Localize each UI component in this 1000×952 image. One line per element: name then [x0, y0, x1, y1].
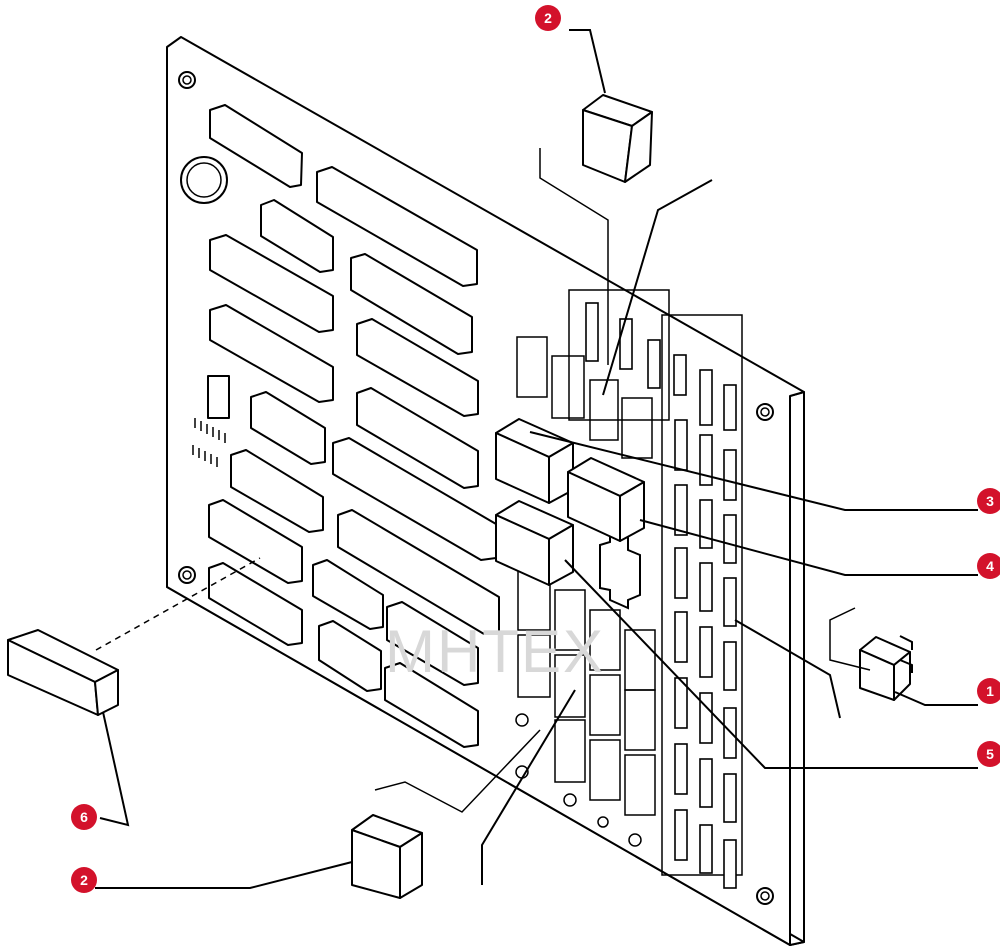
pin-marks [192, 418, 226, 467]
svg-text:5: 5 [986, 746, 994, 762]
jumper [7, 629, 119, 716]
callout-6: 6 [71, 804, 97, 830]
svg-text:3: 3 [986, 493, 994, 509]
fuse [859, 635, 913, 701]
relay-cover-bottom [351, 814, 423, 899]
capacitor [180, 156, 228, 204]
relay-cover-top [582, 94, 653, 183]
relay-5 [495, 500, 574, 586]
svg-text:4: 4 [986, 558, 994, 574]
svg-text:2: 2 [80, 872, 88, 888]
callout-2-bottom: 2 [71, 867, 97, 893]
svg-text:1: 1 [986, 683, 994, 699]
watermark-text: MHTEX [385, 618, 605, 685]
leader-lines [95, 29, 978, 889]
callout-3: 3 [977, 488, 1000, 514]
callout-1: 1 [977, 678, 1000, 704]
mounting-holes [178, 71, 774, 905]
callout-5: 5 [977, 741, 1000, 767]
watermark: MHTEX [385, 618, 605, 685]
callout-4: 4 [977, 553, 1000, 579]
svg-text:2: 2 [544, 10, 552, 26]
callout-2-top: 2 [535, 5, 561, 31]
svg-text:6: 6 [80, 809, 88, 825]
slot-array [515, 289, 743, 889]
board-edge [789, 391, 805, 946]
relay-4 [567, 457, 645, 542]
ic-chips [207, 104, 500, 748]
